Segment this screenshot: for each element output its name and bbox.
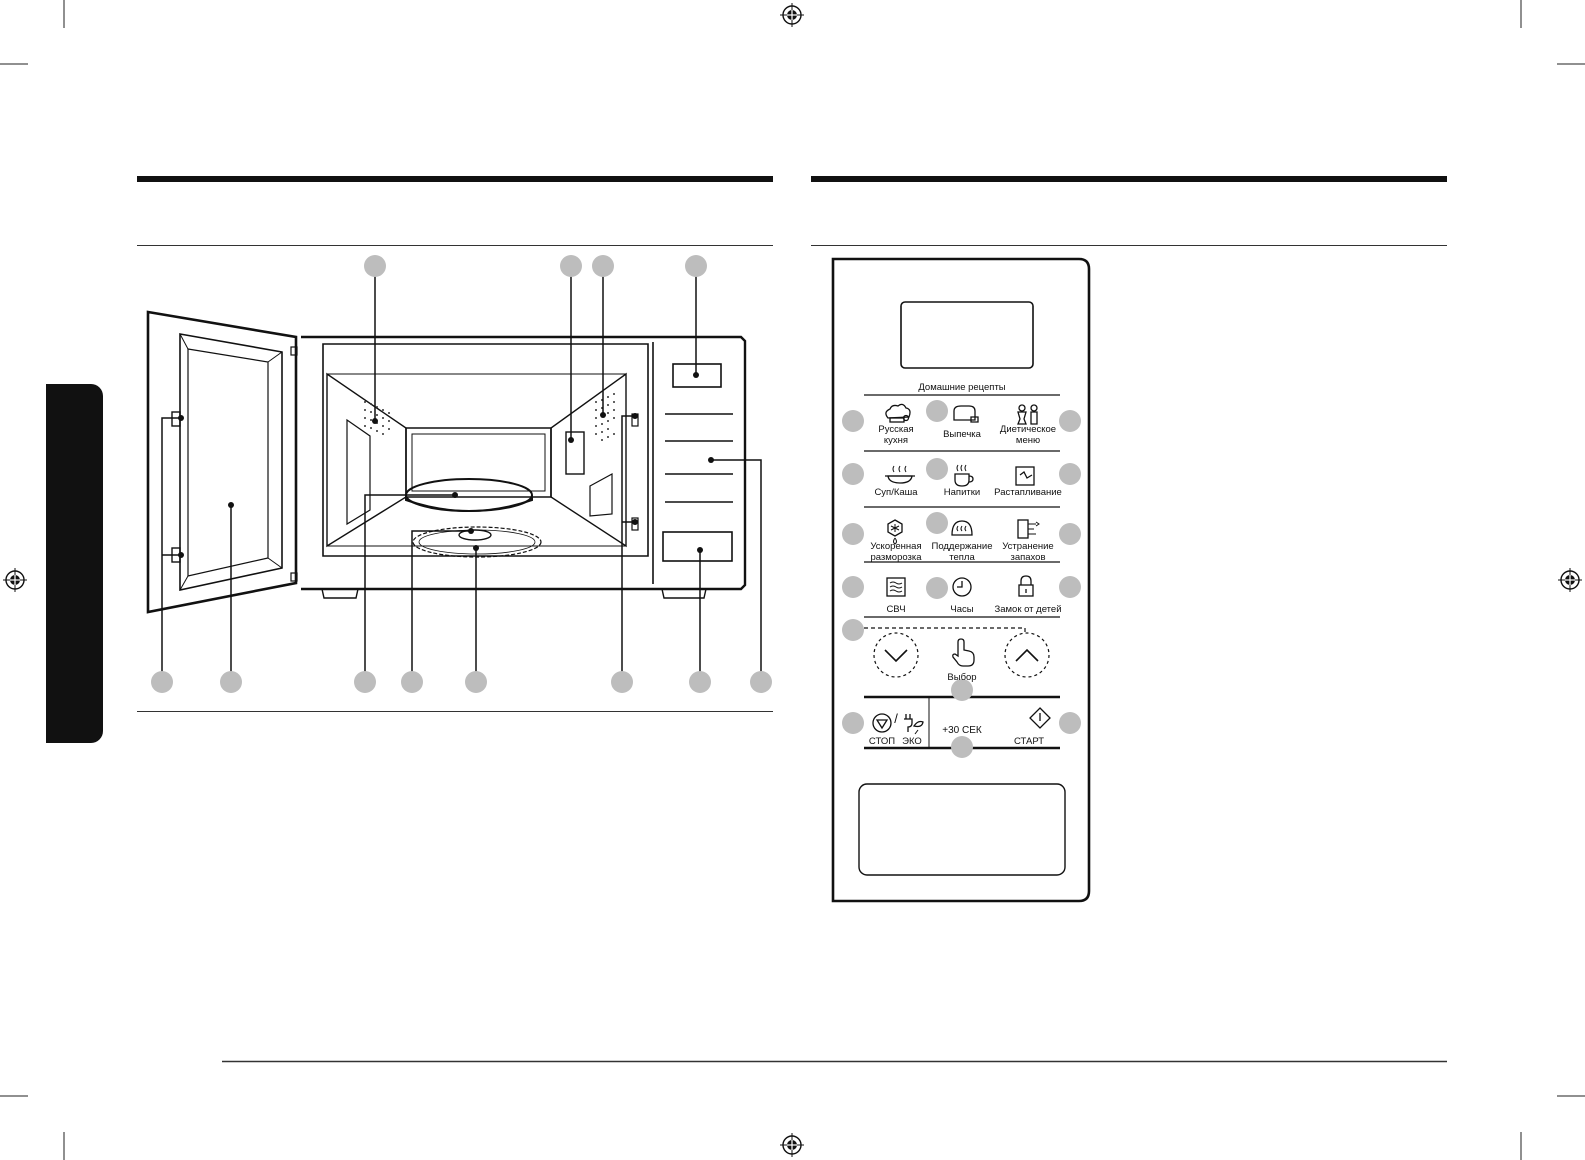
figures-icon <box>1017 404 1038 425</box>
control-panel-drawing <box>831 257 1091 903</box>
soup-bowl-icon <box>885 465 915 484</box>
oven-control-panel <box>662 363 733 562</box>
start-button[interactable]: СТАРТ <box>1013 736 1045 747</box>
registration-mark-left <box>3 568 27 592</box>
clock-icon <box>952 577 972 597</box>
panel-icons <box>872 403 1051 735</box>
button-deodorize[interactable]: Устранение запахов <box>1002 541 1054 563</box>
oven-cavity <box>322 343 649 557</box>
cup-icon <box>954 464 974 487</box>
eco-plug-icon <box>904 714 924 735</box>
bread-icon <box>953 405 979 423</box>
deodorize-icon <box>1017 519 1040 539</box>
button-melting[interactable]: Растапливание <box>994 487 1062 498</box>
hand-pointer-icon <box>952 638 975 667</box>
chevron-up-icon <box>1015 648 1039 662</box>
stop-eco-slash: / <box>894 711 898 726</box>
button-baking[interactable]: Выпечка <box>943 429 981 440</box>
start-icon <box>1029 707 1051 729</box>
stop-icon <box>872 713 892 733</box>
chevron-down-icon <box>884 649 908 663</box>
melt-icon <box>1015 466 1035 486</box>
door-release-button <box>662 531 733 562</box>
button-quick-defrost[interactable]: Ускоренная разморозка <box>870 541 922 563</box>
oven-callout-circles <box>151 255 772 693</box>
panel-callout-circles <box>842 400 1081 758</box>
button-diet-menu[interactable]: Диетическое меню <box>999 424 1057 446</box>
home-recipes-title: Домашние рецепты <box>918 382 1006 393</box>
down-arrow-ring <box>873 632 919 678</box>
select-label[interactable]: Выбор <box>947 672 977 683</box>
vent-holes-left <box>364 401 390 435</box>
registration-mark-bottom <box>780 1133 804 1157</box>
panel-display <box>900 301 1034 369</box>
stop-label[interactable]: СТОП <box>868 736 896 747</box>
snowflake-drop-icon <box>887 519 903 545</box>
microwave-oven-drawing <box>146 310 747 614</box>
button-soup-porridge[interactable]: Суп/Каша <box>874 487 918 498</box>
plus-30-sec-button[interactable]: +30 СЕК <box>942 725 982 736</box>
keep-warm-icon <box>951 520 973 536</box>
chef-hat-icon <box>885 403 911 423</box>
button-drinks[interactable]: Напитки <box>943 487 981 498</box>
button-keep-warm[interactable]: Поддержание тепла <box>931 541 993 563</box>
panel-bottom-window <box>858 783 1066 876</box>
button-child-lock[interactable]: Замок от детей <box>994 604 1062 615</box>
registration-mark-right <box>1558 568 1582 592</box>
right-section-rule <box>811 176 1447 182</box>
oven-body <box>301 335 747 591</box>
lock-icon <box>1018 575 1034 597</box>
leader-dots <box>178 372 714 558</box>
section-side-tab <box>46 384 103 743</box>
eco-label[interactable]: ЭКО <box>902 736 922 747</box>
open-door <box>146 310 298 614</box>
oven-display <box>672 363 722 388</box>
leader-lines <box>161 266 762 682</box>
waveguide-cover <box>565 431 585 475</box>
button-clock[interactable]: Часы <box>950 604 974 615</box>
registration-mark-top <box>780 3 804 27</box>
button-russian-cuisine[interactable]: Русская кухня <box>878 424 914 446</box>
button-microwave[interactable]: СВЧ <box>886 604 906 615</box>
microwave-waves-icon <box>886 577 906 597</box>
left-section-rule <box>137 176 773 182</box>
up-arrow-ring <box>1004 632 1050 678</box>
